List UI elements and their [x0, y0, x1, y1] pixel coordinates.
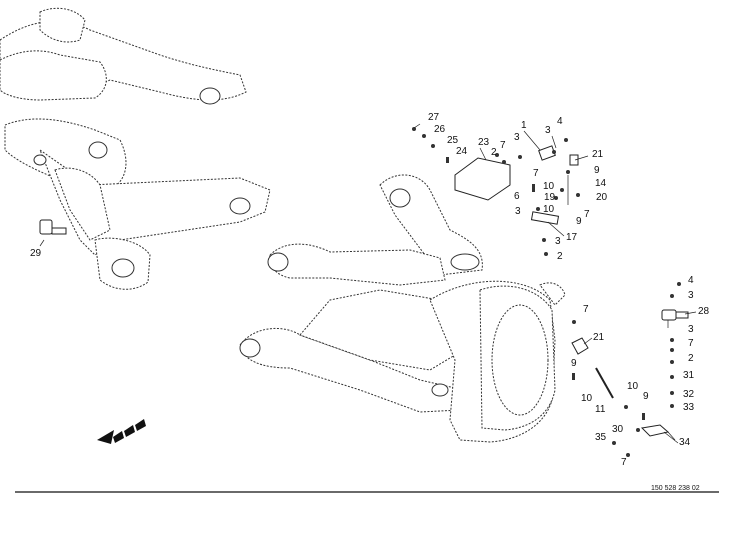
sensor-part-28 — [661, 309, 689, 328]
callout-33: 33 — [683, 402, 695, 413]
link-part-17 — [530, 211, 560, 225]
lever-part-34 — [640, 424, 676, 441]
cover-plate-part-23 — [454, 157, 511, 201]
callout-25: 25 — [447, 135, 459, 146]
callout-24: 24 — [456, 146, 468, 157]
callout-7: 7 — [583, 304, 589, 315]
callout-21: 21 — [592, 149, 604, 160]
callout-4: 4 — [557, 116, 563, 127]
callout-31: 31 — [683, 370, 695, 381]
sensor-part-29 — [39, 219, 67, 247]
callout-9: 9 — [576, 216, 582, 227]
clip-part-21-lower — [571, 337, 589, 355]
callout-9: 9 — [643, 391, 649, 402]
callout-3: 3 — [555, 236, 561, 247]
callout-34: 34 — [679, 437, 691, 448]
document-number: 150 528 238 02 — [651, 485, 700, 492]
callout-labels: 27 26 25 24 23 2 7 1 3 3 4 21 9 7 10 14 … — [30, 112, 710, 468]
direction-arrow-icon — [97, 419, 146, 444]
callout-10: 10 — [627, 381, 639, 392]
callout-4: 4 — [688, 275, 694, 286]
front-subframe-assembly — [239, 174, 566, 443]
callout-3: 3 — [514, 132, 520, 143]
callout-23: 23 — [478, 137, 490, 148]
callout-leaders — [413, 123, 697, 444]
callout-3: 3 — [515, 206, 521, 217]
callout-35: 35 — [595, 432, 607, 443]
callout-30: 30 — [612, 424, 624, 435]
callout-2: 2 — [491, 147, 497, 158]
fasteners — [412, 127, 681, 457]
callout-1: 1 — [521, 120, 527, 131]
rod-part-11 — [595, 367, 614, 399]
callout-6: 6 — [514, 191, 520, 202]
callout-11: 11 — [595, 404, 606, 415]
callout-7: 7 — [533, 168, 539, 179]
callout-7: 7 — [621, 457, 627, 468]
callout-3: 3 — [688, 324, 694, 335]
callout-10: 10 — [581, 393, 593, 404]
callout-17: 17 — [566, 232, 578, 243]
callout-32: 32 — [683, 389, 695, 400]
callout-7: 7 — [584, 209, 590, 220]
callout-2: 2 — [557, 251, 563, 262]
callout-21: 21 — [593, 332, 605, 343]
callout-7: 7 — [500, 140, 506, 151]
callout-14: 14 — [595, 178, 607, 189]
callout-2: 2 — [688, 353, 694, 364]
callout-10: 10 — [543, 181, 555, 192]
callout-3: 3 — [545, 125, 551, 136]
callout-10: 10 — [543, 204, 555, 215]
callout-26: 26 — [434, 124, 446, 135]
callout-20: 20 — [596, 192, 608, 203]
clip-part-21 — [569, 154, 579, 166]
callout-27: 27 — [428, 112, 440, 123]
callout-3: 3 — [688, 290, 694, 301]
callout-19: 19 — [544, 192, 556, 203]
callout-29: 29 — [30, 248, 42, 259]
rear-subframe-assembly — [0, 7, 271, 290]
exploded-parts-cluster — [454, 145, 579, 225]
callout-7: 7 — [688, 338, 694, 349]
callout-9: 9 — [594, 165, 600, 176]
callout-28: 28 — [698, 306, 710, 317]
callout-9: 9 — [571, 358, 577, 369]
